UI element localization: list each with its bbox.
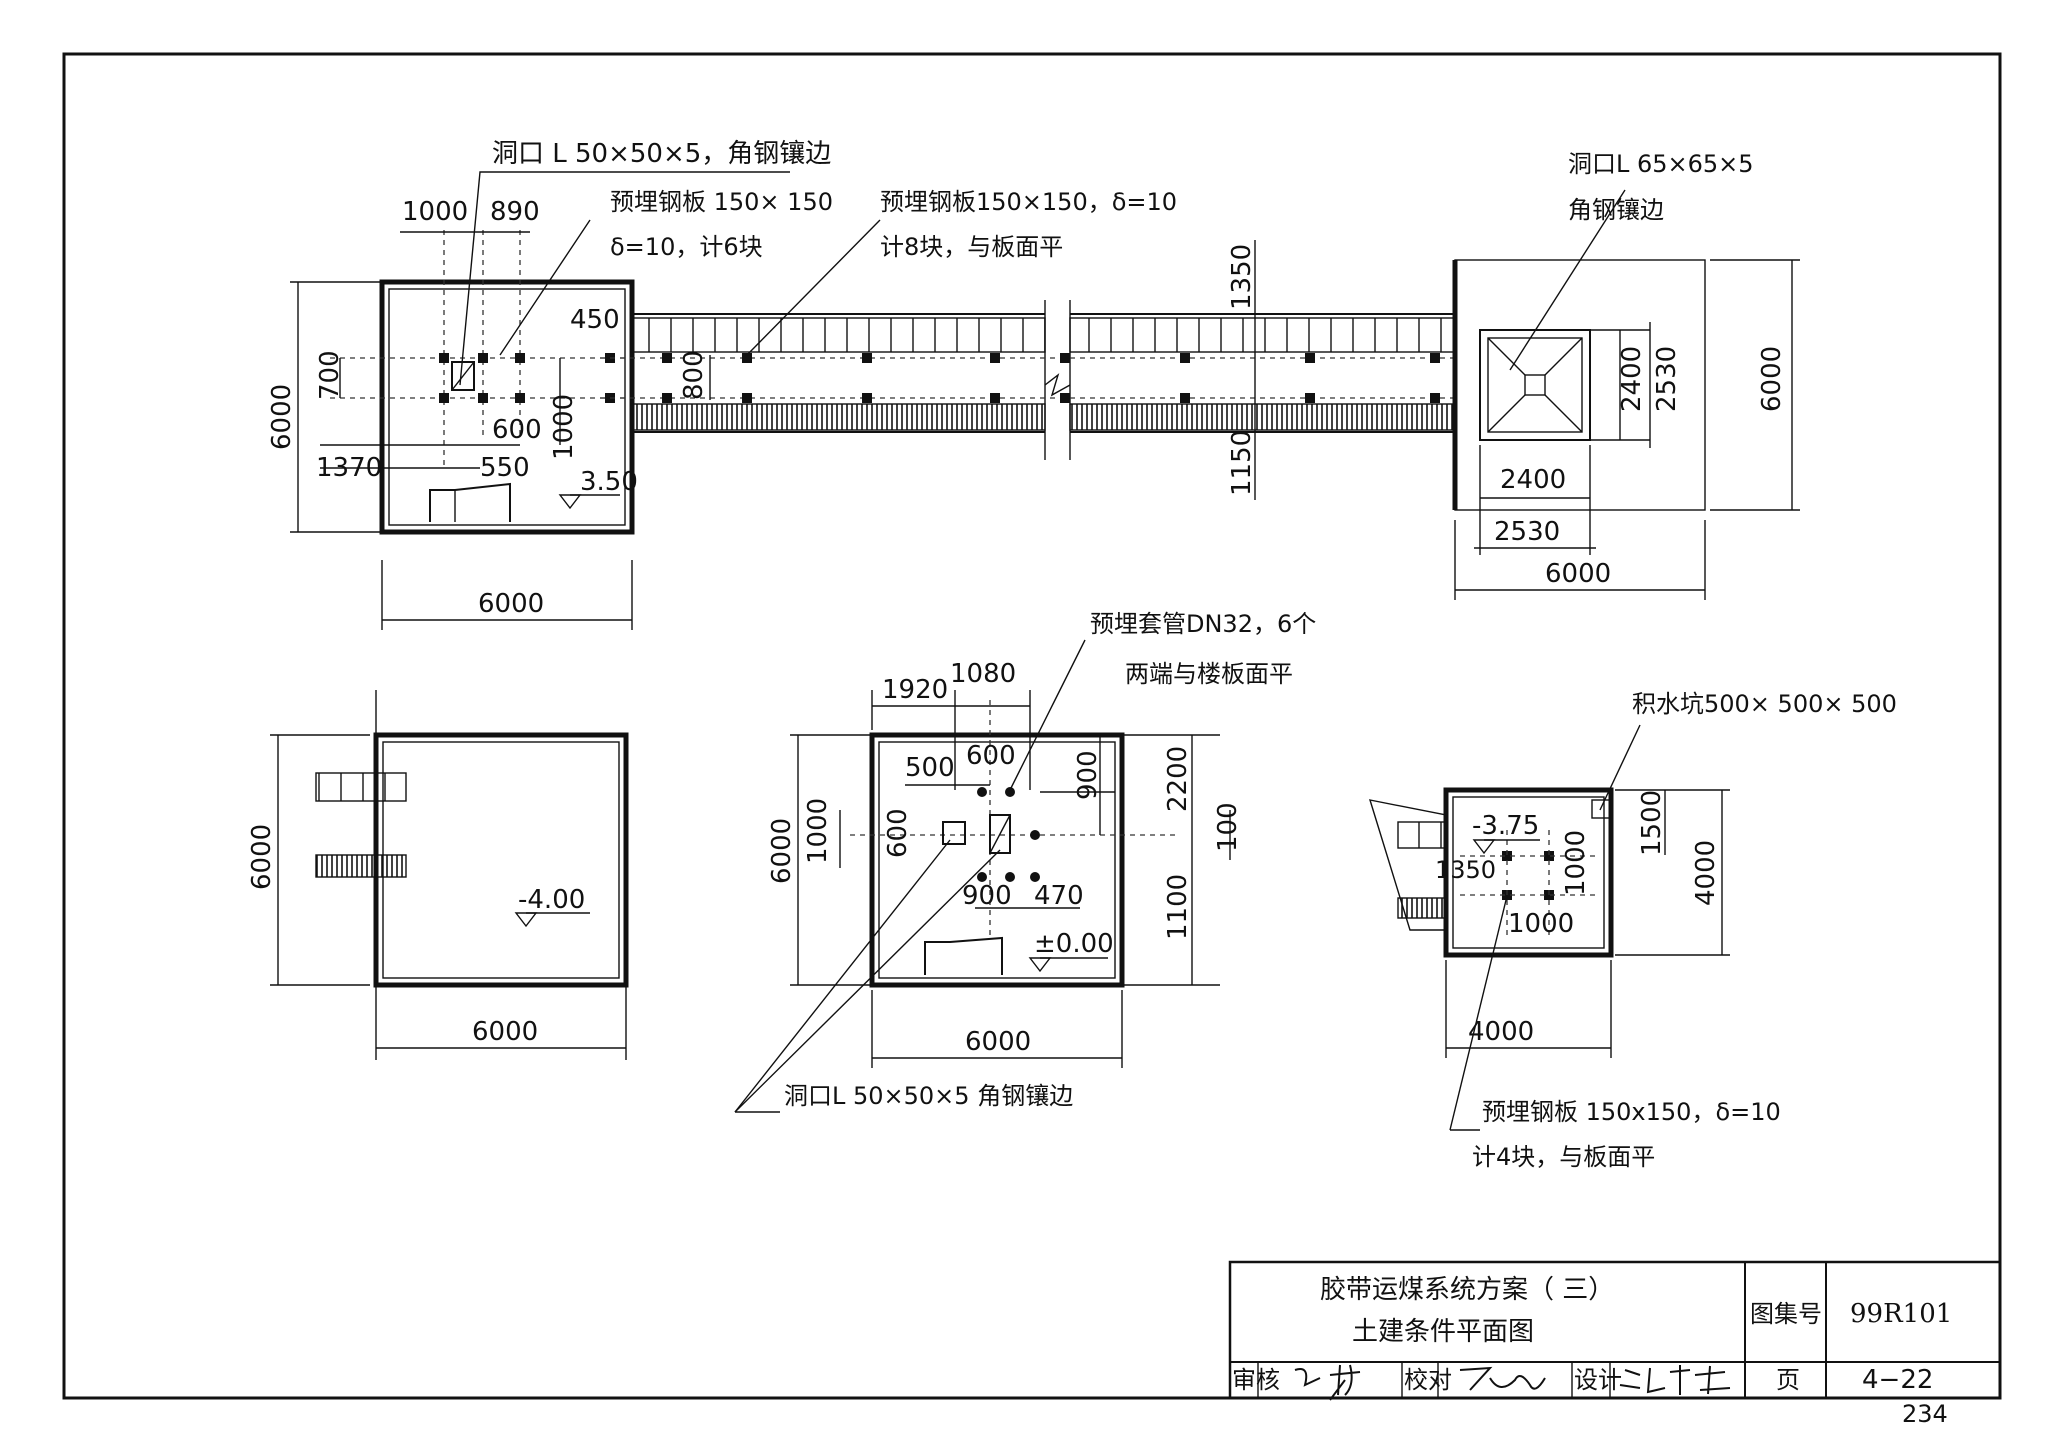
embedded-plates xyxy=(1502,851,1554,900)
dim-470: 470 xyxy=(1034,881,1084,911)
plate-note-2: δ=10，计6块 xyxy=(610,233,763,261)
floor-opening xyxy=(942,821,966,845)
dim-1150: 1150 xyxy=(1227,430,1257,496)
dim-1370: 1370 xyxy=(316,453,382,483)
dim-6000-h: 6000 xyxy=(472,1017,538,1047)
hole-note-1: 洞口L 65×65×5 xyxy=(1568,150,1754,178)
dim-1100: 1100 xyxy=(1163,874,1193,940)
hole-note: 洞口 L 50×50×5，角钢镶边 xyxy=(492,139,831,169)
atlas-value: 99R101 xyxy=(1850,1299,1952,1329)
dim-600-v: 600 xyxy=(883,808,913,858)
dim-6000-h: 6000 xyxy=(1545,559,1611,589)
plan-bottom-middle: 预埋套管DN32，6个 两端与楼板面平 洞口L 50×50×5 角钢镶边 ±0.… xyxy=(734,610,1316,1113)
dim-1000-v: 1000 xyxy=(1561,830,1591,896)
floor-opening xyxy=(451,361,475,391)
room-outline xyxy=(869,732,1125,988)
dim-890: 890 xyxy=(490,197,540,227)
plate-note-1: 预埋钢板 150× 150 xyxy=(610,188,833,216)
dim-6000-v: 6000 xyxy=(267,384,297,450)
dim-6000-h: 6000 xyxy=(478,589,544,619)
checker-signature xyxy=(1459,1366,1546,1391)
dim-2200: 2200 xyxy=(1163,746,1193,812)
hole-note-2: 角钢镶边 xyxy=(1568,196,1664,224)
dim-450: 450 xyxy=(570,305,620,335)
dim-6000-v: 6000 xyxy=(247,824,277,890)
dim-1500: 1500 xyxy=(1637,790,1667,856)
room-outline xyxy=(373,732,629,988)
dim-600: 600 xyxy=(492,415,542,445)
dim-500: 500 xyxy=(905,753,955,783)
elevation-label: -3.75 xyxy=(1472,811,1539,841)
check-label: 校对 xyxy=(1404,1366,1452,1394)
embedded-plates xyxy=(662,353,1440,403)
plan-bottom-left: -4.00 6000 6000 xyxy=(247,690,629,1060)
page-value: 4−22 xyxy=(1862,1365,1933,1395)
sheet-border xyxy=(62,52,2002,1400)
plate-note-1: 预埋钢板150×150，δ=10 xyxy=(880,188,1177,216)
embedded-sleeves xyxy=(977,787,1040,882)
dim-600: 600 xyxy=(966,741,1016,771)
dim-2400-v: 2400 xyxy=(1617,346,1647,412)
dim-2530-h: 2530 xyxy=(1494,517,1560,547)
embedded-plates xyxy=(439,353,615,403)
title-line-2: 土建条件平面图 xyxy=(1352,1317,1534,1347)
designer-signature xyxy=(1619,1365,1731,1395)
dim-4000-h: 4000 xyxy=(1468,1017,1534,1047)
hole-note: 洞口L 50×50×5 角钢镶边 xyxy=(784,1082,1073,1110)
sump-pit xyxy=(1591,799,1611,819)
dim-700: 700 xyxy=(315,350,345,400)
atlas-label: 图集号 xyxy=(1750,1300,1822,1328)
dim-800: 800 xyxy=(679,350,709,400)
dim-1350: 1350 xyxy=(1227,244,1257,310)
dim-2400-h: 2400 xyxy=(1500,465,1566,495)
dim-100: 100 xyxy=(1213,802,1243,852)
dim-1350: 1350 xyxy=(1435,856,1496,884)
title-line-1: 胶带运煤系统方案（ 三） xyxy=(1320,1275,1614,1305)
page-label: 页 xyxy=(1776,1366,1800,1394)
sheet-number: 234 xyxy=(1902,1400,1948,1428)
dim-1920: 1920 xyxy=(882,675,948,705)
plate-note-2: 计4块，与板面平 xyxy=(1472,1143,1655,1171)
dim-1000-v: 1000 xyxy=(549,394,579,460)
plate-note-2: 计8块，与板面平 xyxy=(880,233,1063,261)
dim-4000-v: 4000 xyxy=(1691,840,1721,906)
dim-900-v: 900 xyxy=(1073,750,1103,800)
plate-note-1: 预埋钢板 150x150，δ=10 xyxy=(1482,1098,1781,1126)
design-label: 设计 xyxy=(1574,1366,1622,1394)
plan-bottom-right: 积水坑500× 500× 500 -3.75 1350 1000 1500 40… xyxy=(1368,690,1897,1171)
sleeve-note-2: 两端与楼板面平 xyxy=(1125,660,1293,688)
dim-6000-h: 6000 xyxy=(965,1027,1031,1057)
pit-note: 积水坑500× 500× 500 xyxy=(1632,690,1897,718)
review-label: 审核 xyxy=(1232,1366,1280,1394)
floor-opening xyxy=(989,814,1011,854)
plan-corridor: 预埋钢板150×150，δ=10 计8块，与板面平 1350 800 1150 xyxy=(600,188,1460,500)
dim-1000-h: 1000 xyxy=(1508,909,1574,939)
sleeve-note-1: 预埋套管DN32，6个 xyxy=(1090,610,1316,638)
dim-550: 550 xyxy=(480,453,530,483)
dim-1000: 1000 xyxy=(402,197,468,227)
dim-6000-v: 6000 xyxy=(767,818,797,884)
elevation-label: ±0.00 xyxy=(1034,929,1114,959)
plan-top-left: 洞口 L 50×50×5，角钢镶边 预埋钢板 150× 150 δ=10，计6块… xyxy=(267,139,833,630)
dim-1000: 1000 xyxy=(803,798,833,864)
dim-2530-v: 2530 xyxy=(1652,346,1682,412)
elevation-label: -4.00 xyxy=(518,885,585,915)
dim-1080: 1080 xyxy=(950,659,1016,689)
dim-900-h: 900 xyxy=(962,881,1012,911)
dim-6000-v: 6000 xyxy=(1757,346,1787,412)
plan-top-right: 洞口L 65×65×5 角钢镶边 2400 2530 6000 2400 253… xyxy=(1452,150,1800,600)
elevation-label: 3.50 xyxy=(580,467,638,497)
reviewer-signature xyxy=(1294,1364,1361,1401)
title-block: 胶带运煤系统方案（ 三） 土建条件平面图 图集号 99R101 审核 校对 设计… xyxy=(1228,1260,2002,1401)
